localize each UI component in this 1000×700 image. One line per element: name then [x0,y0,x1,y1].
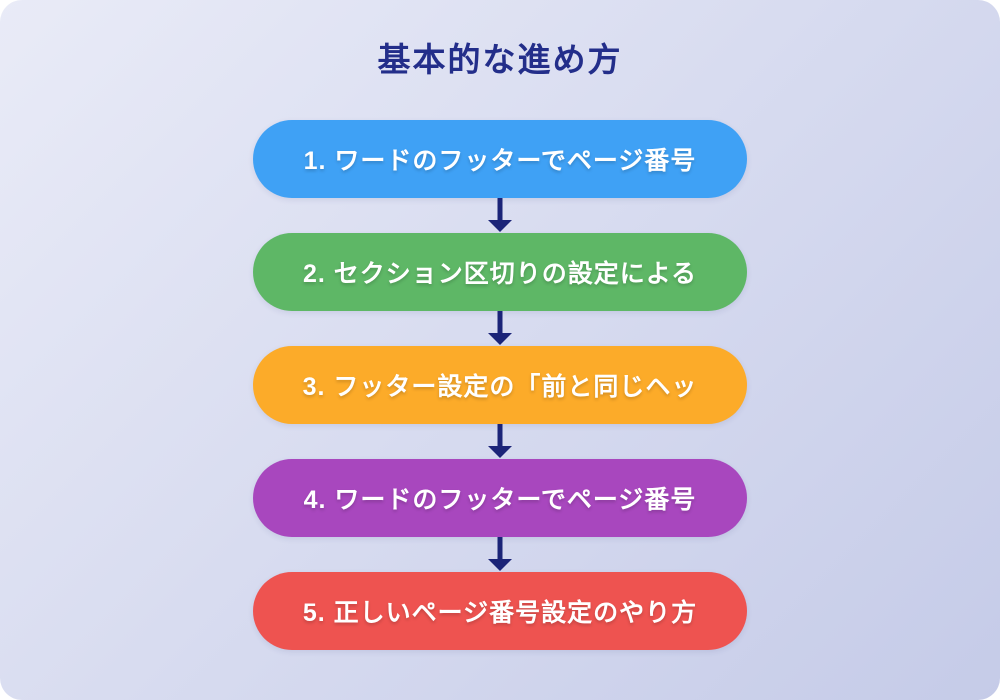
flow-step-2: 2. セクション区切りの設定による [253,233,747,311]
down-arrow-icon [488,537,512,571]
flow-step-4: 4. ワードのフッターでページ番号 [253,459,747,537]
down-arrow-head [488,559,512,571]
flow-step-1: 1. ワードのフッターでページ番号 [253,120,747,198]
down-arrow-icon [488,424,512,458]
down-arrow-head [488,446,512,458]
down-arrow-head [488,333,512,345]
down-arrow-icon [488,198,512,232]
flow-step-5: 5. 正しいページ番号設定のやり方 [253,572,747,650]
page-title: 基本的な進め方 [377,41,623,78]
flowchart: 1. ワードのフッターでページ番号 2. セクション区切りの設定による 3. フ… [0,120,1000,650]
down-arrow-head [488,220,512,232]
down-arrow-icon [488,311,512,345]
flow-step-3: 3. フッター設定の「前と同じヘッ [253,346,747,424]
